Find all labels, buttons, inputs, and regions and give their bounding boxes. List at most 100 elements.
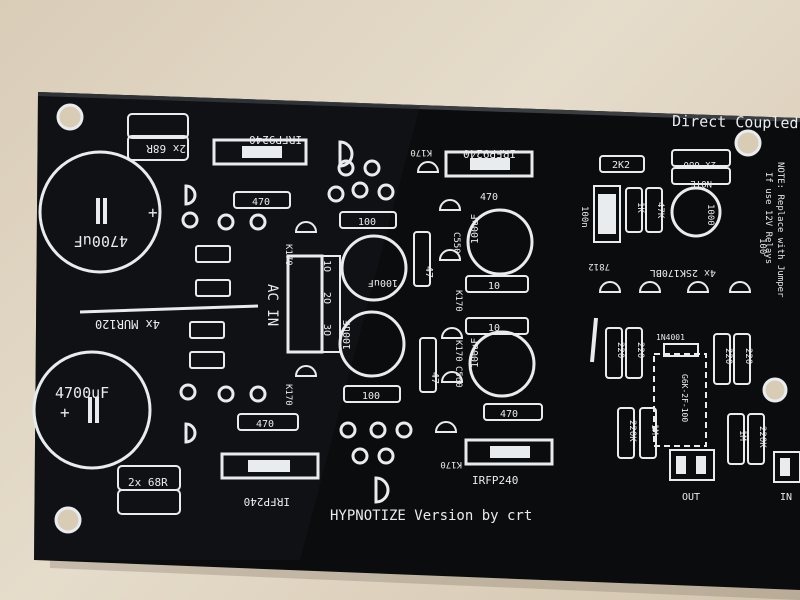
resistor-220-c [713, 333, 731, 385]
d-pads [184, 140, 390, 504]
resistor-47-top: 47 [413, 231, 434, 287]
label-c560: C560 [453, 366, 463, 388]
label-100uf-a: 100uF [368, 277, 398, 288]
relay-footprint: 1N4001 G6K-2F-100 [653, 333, 707, 447]
label-100n: 100n [579, 206, 589, 228]
label-1n4001: 1N4001 [656, 333, 685, 342]
capacitor-1000 [670, 186, 722, 238]
label-1000: 1000 [705, 204, 715, 226]
label-pin-1: 1O [321, 260, 332, 272]
label-220-d: 220 [743, 348, 753, 364]
resistor-47k [645, 187, 663, 233]
label-note-small: NOTE [690, 178, 712, 188]
resistor-220k-a [617, 407, 635, 459]
label-220-c: 220 [723, 348, 733, 364]
svg-text:+: + [60, 403, 70, 422]
resistor-1m-a [639, 407, 657, 459]
label-c550: C550 [451, 232, 461, 254]
pcb-sheen [34, 92, 420, 560]
mounting-hole-br [762, 377, 788, 403]
terminal-out [669, 449, 715, 481]
label-220k-a: 220K [627, 420, 637, 442]
transistor-outlines [294, 161, 464, 433]
label-470-center-top: 470 [480, 192, 498, 203]
terminal-ac-in: 1O 2O 3O [286, 254, 341, 354]
label-2sk170bl: 4x 2SK170BL [650, 267, 716, 278]
label-k170-c: K170 [410, 147, 432, 157]
label-470-top: 470 [252, 197, 270, 208]
resistor-470-bottom: 470 [237, 413, 299, 431]
svg-text:+: + [148, 203, 158, 222]
resistor-100-top: 100 [339, 211, 397, 229]
label-1m-b: 1M [737, 430, 747, 441]
label-47k: 47K [655, 202, 665, 219]
resistor-10-top: 10 [465, 275, 529, 293]
label-100-cap: 100 [757, 238, 767, 254]
resistor-68r-bottom: 2x 68R [117, 465, 181, 515]
label-4700uf-bottom: 4700uF [55, 384, 109, 402]
label-1k: 1K [635, 202, 645, 213]
resistor-220-a [605, 327, 623, 379]
label-47-bottom: 47 [429, 372, 440, 384]
label-100uf-c: 100uF [342, 320, 353, 350]
mounting-hole-bl [54, 506, 82, 534]
diodes-left [189, 245, 231, 369]
label-1m-a: 1M [649, 424, 659, 435]
label-470-bottom: 470 [256, 419, 274, 430]
capacitor-100uf-b: 100uF [466, 208, 534, 276]
resistor-220-d [733, 333, 751, 385]
label-2k2: 2K2 [612, 160, 630, 171]
mounting-hole-tr [734, 129, 762, 157]
label-pin-3: 3O [321, 324, 332, 336]
label-10-top: 10 [488, 281, 500, 292]
mounting-holes [54, 103, 788, 534]
resistor-470-top: 470 [233, 191, 291, 209]
label-k170-b: K170 [283, 384, 293, 406]
label-10-bottom: 10 [488, 323, 500, 334]
label-irfp9240-left: IRFP9240 [249, 133, 302, 146]
regulator-7812: 7812 [588, 185, 621, 271]
label-irfp9240-center: IRFP9240 [463, 147, 516, 160]
label-220-b: 220 [635, 342, 645, 358]
label-7812: 7812 [588, 261, 610, 271]
label-100-bottom: 100 [362, 391, 380, 402]
label-pin-2: 2O [321, 292, 332, 304]
note-line-1: NOTE: Replace with Jumper [775, 162, 785, 298]
label-mur120: 4x MUR120 [95, 317, 160, 331]
label-220k-b: 220K [757, 426, 767, 448]
resistor-470-center-bottom: 470 [483, 403, 543, 421]
label-47-top: 47 [423, 266, 434, 278]
capacitor-4700uf-top: + 4700uF [38, 150, 162, 274]
label-220-a: 220 [615, 342, 625, 358]
mounting-hole-tl [56, 103, 84, 131]
label-irfp240-left: IRFP240 [244, 495, 290, 508]
note-line-2: If use 12V Relays [763, 172, 773, 264]
label-100-top: 100 [358, 217, 376, 228]
resistor-680-b [671, 167, 731, 185]
terminal-in [773, 451, 800, 483]
divider-vertical [590, 317, 598, 363]
label-68r-top: 2x 68R [146, 142, 186, 155]
divider-line [79, 304, 259, 314]
resistor-47-bottom: 47 [419, 337, 440, 393]
label-relay: G6K-2F-100 [680, 374, 689, 422]
mosfet-irfp240-center: IRFP240 [464, 438, 554, 487]
label-100uf-d: 100uF [470, 338, 481, 368]
mosfet-irfp240-left: IRFP240 [220, 452, 320, 508]
pad-clusters [179, 159, 413, 465]
board-footer: HYPNOTIZE Version by crt [330, 508, 532, 524]
label-k170-f: K170 [440, 459, 462, 469]
label-470-center-bottom: 470 [500, 409, 518, 420]
capacitor-100uf-a: 100uF [340, 234, 408, 302]
resistor-68r-top: 2x 68R [127, 113, 189, 161]
resistor-680-a [671, 149, 731, 167]
mosfet-irfp9240-left: IRFP9240 [212, 133, 308, 166]
label-in: IN [780, 492, 792, 503]
resistor-1m-b [727, 413, 745, 465]
label-4700uf-top: 4700uF [74, 232, 128, 250]
mosfet-irfp9240-center: IRFP9240 [444, 147, 534, 178]
label-100uf-b: 100uF [470, 214, 481, 244]
resistor-1k [625, 187, 643, 233]
label-ac-in: AC IN [264, 284, 280, 326]
